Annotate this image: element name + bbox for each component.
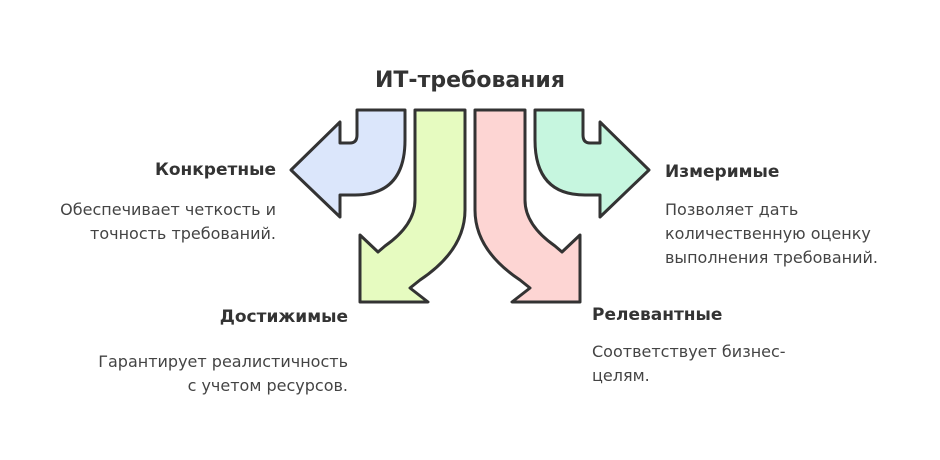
description-line: целям. (592, 366, 650, 385)
arrow-specific (289, 108, 407, 219)
heading-measurable: Измеримые (665, 162, 780, 182)
description-line: Соответствует бизнес- (592, 342, 786, 361)
description-line: с учетом ресурсов. (187, 376, 348, 395)
description-line: Гарантирует реалистичность (98, 352, 348, 371)
description-relevant: Соответствует бизнес- целям. (592, 340, 786, 388)
description-measurable: Позволяет дать количественную оценку вып… (665, 198, 878, 270)
diagram-title: ИТ-требования (375, 68, 565, 93)
description-line: количественную оценку (665, 224, 871, 243)
description-specific: Обеспечивает четкость и точность требова… (60, 198, 276, 246)
description-line: выполнения требований. (665, 248, 878, 267)
description-line: Позволяет дать (665, 200, 799, 219)
arrow-achievable (358, 108, 467, 304)
heading-achievable: Достижимые (219, 307, 348, 327)
description-achievable: Гарантирует реалистичность с учетом ресу… (98, 350, 348, 398)
description-line: точность требований. (90, 224, 276, 243)
arrow-relevant (473, 108, 582, 304)
arrow-measurable (533, 108, 651, 219)
heading-specific: Конкретные (154, 160, 276, 180)
description-line: Обеспечивает четкость и (60, 200, 276, 219)
heading-relevant: Релевантные (592, 305, 723, 325)
